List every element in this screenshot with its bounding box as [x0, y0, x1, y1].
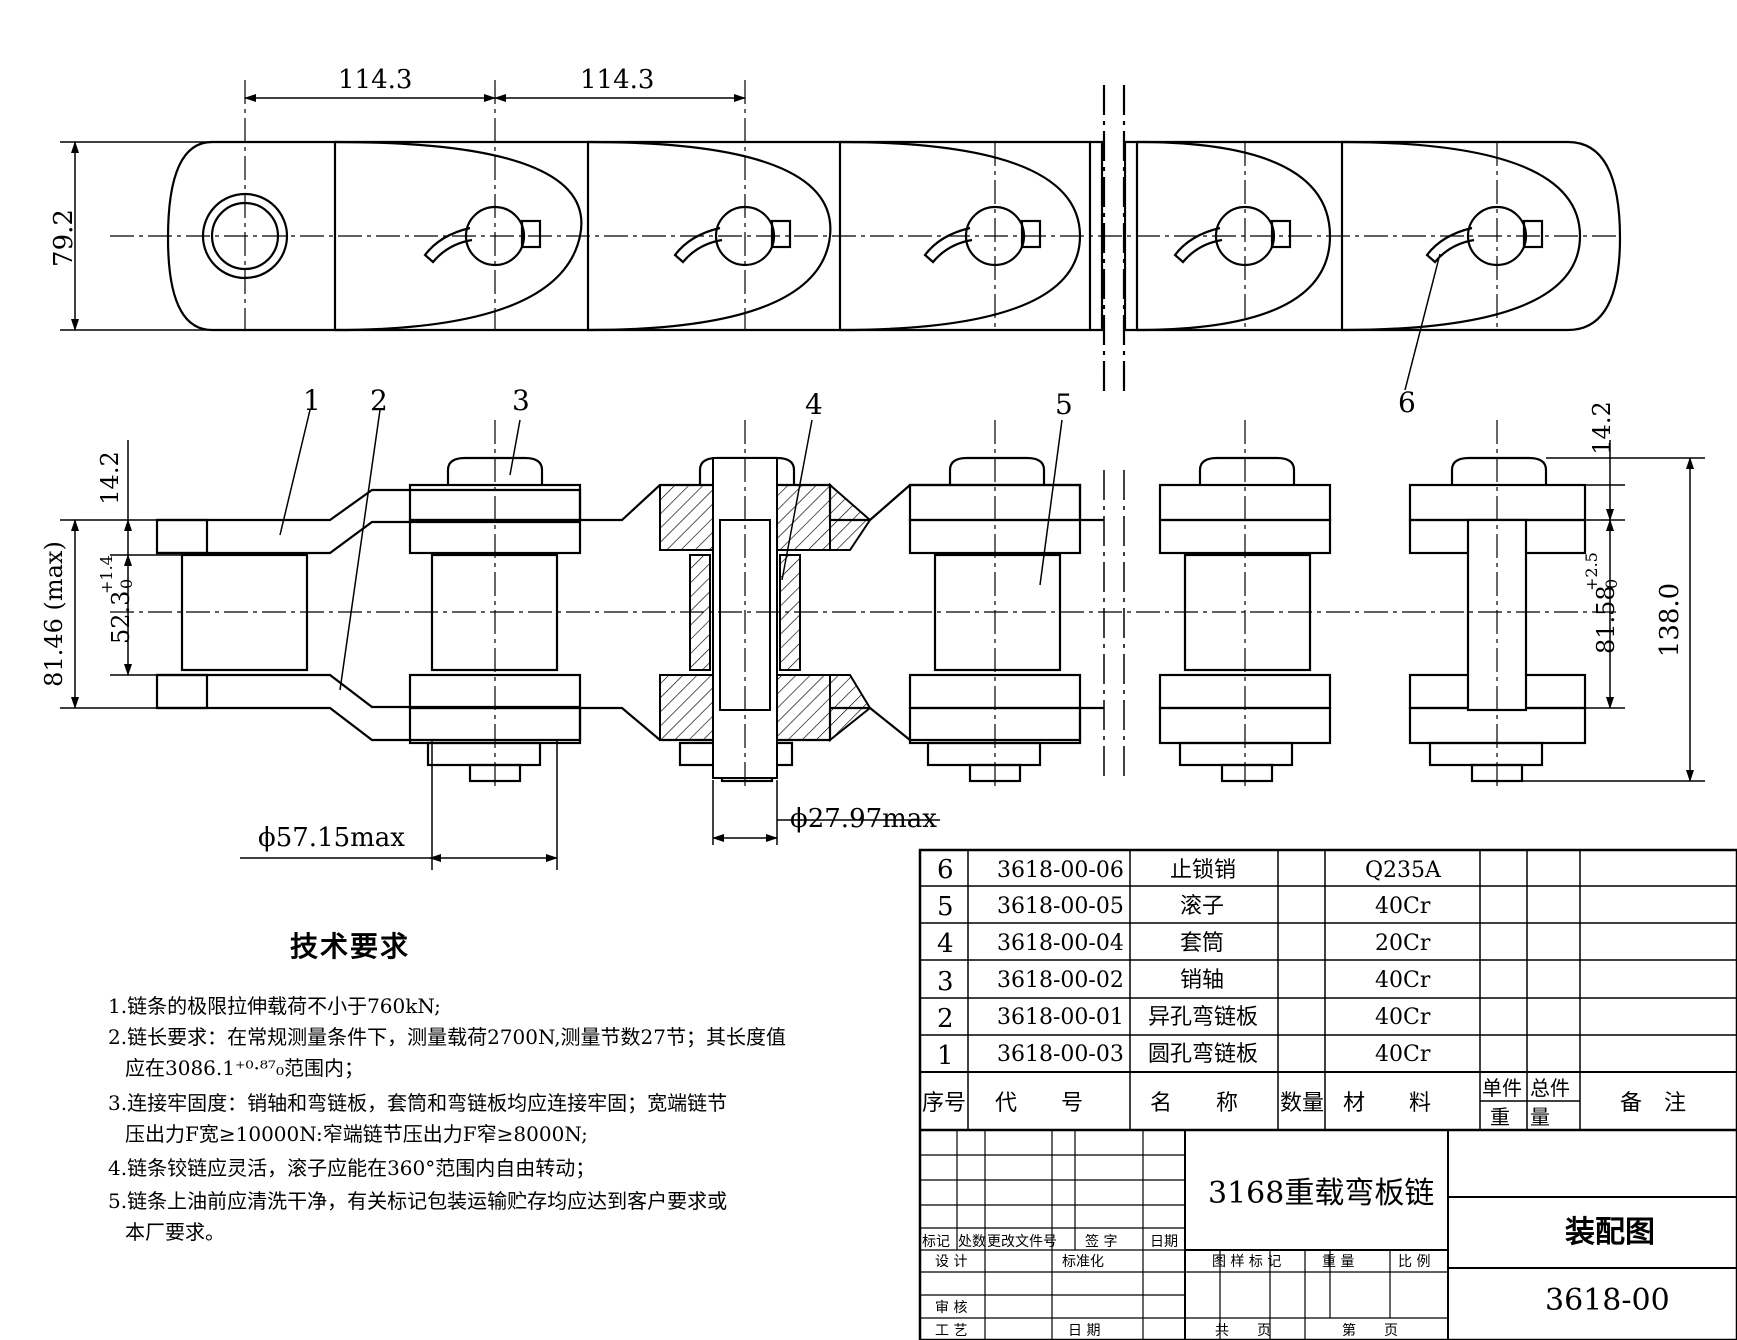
- front-dimensions: [60, 409, 1705, 870]
- bom-header-code: 代 号: [995, 1091, 1083, 1116]
- bom-header-weight: 重 量: [1490, 1105, 1550, 1129]
- dim-plate-height: 79.2: [49, 209, 79, 267]
- title-block-labels: 标记 处数 更改文件号 签 字 日期 设 计 标准化 审 核 工 艺 日 期 图…: [922, 1233, 1430, 1339]
- bom-row-code: 3618-00-05: [997, 894, 1124, 919]
- drawing-number: 3618-00: [1545, 1283, 1670, 1318]
- label-sheet: 第 页: [1342, 1322, 1398, 1339]
- dim-left-plate-thk: 14.2: [96, 451, 124, 504]
- tech-req-2b: 应在3086.1⁺⁰·⁸⁷₀范围内；: [125, 1056, 364, 1080]
- label-sign: 签 字: [1085, 1233, 1117, 1250]
- label-date: 日期: [1150, 1234, 1178, 1250]
- bom-header-remark: 备 注: [1620, 1091, 1686, 1116]
- tech-requirements-title: 技术要求: [290, 930, 411, 963]
- bom-header-total: 总件: [1530, 1076, 1570, 1100]
- title-block: [920, 1130, 1737, 1340]
- label-check: 审 核: [935, 1300, 967, 1316]
- tech-req-2: 2.链长要求：在常规测量条件下，测量载荷2700N,测量节数27节；其长度值: [108, 1025, 787, 1049]
- dim-outer-inner-upper: +2.5: [1582, 552, 1601, 591]
- dim-pin-dia: ϕ27.97max: [790, 804, 937, 834]
- bom-row-name: 止锁销: [1170, 858, 1236, 883]
- bom-header: 序号 代 号 名 称 数量 材 料 单件 总件 重 量 备 注: [922, 1076, 1686, 1129]
- bom-row-no: 2: [937, 1004, 954, 1034]
- tech-req-3: 3.连接牢固度：销轴和弯链板，套筒和弯链板均应连接牢固；宽端链节: [108, 1091, 728, 1115]
- label-process: 工 艺: [935, 1323, 967, 1339]
- dim-overall: 138.0: [1655, 583, 1685, 657]
- tech-req-4: 4.链条铰链应灵活，滚子应能在360°范围内自由转动；: [108, 1156, 596, 1180]
- tech-req-1: 1.链条的极限拉伸载荷不小于760kN;: [108, 994, 441, 1018]
- label-total-sheets: 共 页: [1215, 1323, 1271, 1339]
- dim-pitch-1: 114.3: [338, 65, 412, 95]
- dim-inner-width-lower: 0: [117, 579, 136, 589]
- bom-header-material: 材 料: [1343, 1091, 1431, 1116]
- balloon-1: 1: [303, 384, 321, 417]
- bom-header-qty: 数量: [1280, 1091, 1324, 1116]
- bom-row-no: 1: [937, 1041, 954, 1071]
- bom-row-no: 5: [937, 892, 954, 922]
- tech-req-5: 5.链条上油前应清洗干净，有关标记包装运输贮存均应达到客户要求或: [108, 1189, 728, 1213]
- bom-row-material: 40Cr: [1375, 894, 1431, 919]
- top-view: [110, 80, 1622, 395]
- dim-pitch-2: 114.3: [580, 65, 654, 95]
- dim-outer-inner-value: 81.58: [1592, 585, 1620, 654]
- bom-row-name: 异孔弯链板: [1148, 1005, 1258, 1030]
- balloon-2: 2: [370, 384, 388, 417]
- bom-row-code: 3618-00-02: [997, 968, 1124, 993]
- balloon-3: 3: [512, 384, 530, 417]
- bom-row-material: 40Cr: [1375, 1005, 1431, 1030]
- dim-outer-inner-lower: 0: [1602, 579, 1621, 589]
- dim-outer-inner: 81.58 +2.5 0: [1582, 552, 1621, 654]
- balloon-4: 4: [805, 388, 823, 421]
- bom-row-no: 4: [937, 929, 954, 959]
- dim-inner-width-value: 52.3: [107, 591, 135, 644]
- bom-row-material: Q235A: [1365, 858, 1442, 883]
- bom-row-name: 圆孔弯链板: [1148, 1042, 1258, 1067]
- bom-header-unit: 单件: [1482, 1076, 1522, 1100]
- bom-row-code: 3618-00-04: [997, 931, 1124, 956]
- top-dimensions: [60, 94, 746, 331]
- bom-row-material: 40Cr: [1375, 968, 1431, 993]
- dim-roller-dia: ϕ57.15max: [258, 823, 405, 853]
- bom-rows: 6 3618-00-06 止锁销 Q235A 5 3618-00-05 滚子 4…: [937, 855, 1442, 1071]
- label-count: 处数: [958, 1234, 986, 1250]
- bom-row-code: 3618-00-06: [997, 858, 1124, 883]
- label-weight: 重 量: [1322, 1254, 1354, 1270]
- bom-row-name: 销轴: [1180, 968, 1224, 993]
- tech-req-3b: 压出力F宽≥10000N:窄端链节压出力F窄≥8000N;: [125, 1122, 588, 1146]
- bom-row-no: 3: [937, 967, 954, 997]
- dim-right-plate-thk: 14.2: [1588, 401, 1616, 454]
- product-title: 3168重载弯板链: [1208, 1176, 1434, 1211]
- label-design: 设 计: [935, 1254, 967, 1270]
- label-scale: 比 例: [1398, 1254, 1430, 1270]
- tech-req-5b: 本厂要求。: [125, 1220, 225, 1244]
- bom-row-material: 20Cr: [1375, 931, 1431, 956]
- bom-row-code: 3618-00-01: [997, 1005, 1124, 1030]
- bom-row-name: 套筒: [1180, 931, 1224, 956]
- bom-row-material: 40Cr: [1375, 1042, 1431, 1067]
- dim-inner-width-upper: +1.4: [97, 555, 116, 594]
- bom-header-name: 名 称: [1150, 1091, 1238, 1116]
- bom-table: [918, 848, 1737, 1340]
- bom-header-no: 序号: [922, 1091, 966, 1116]
- front-view: [110, 420, 1620, 790]
- balloon-5: 5: [1055, 388, 1073, 421]
- dim-inner-width: 52.3 +1.4 0: [97, 555, 136, 644]
- bom-row-no: 6: [937, 855, 954, 885]
- balloon-6: 6: [1398, 386, 1416, 419]
- dim-max-width: 81.46 (max): [40, 541, 68, 687]
- label-sample-mark: 图 样 标 记: [1212, 1254, 1281, 1270]
- label-change-doc: 更改文件号: [987, 1234, 1057, 1250]
- label-standard: 标准化: [1062, 1254, 1104, 1270]
- bom-row-name: 滚子: [1180, 894, 1224, 919]
- label-date2: 日 期: [1068, 1323, 1100, 1339]
- bom-row-code: 3618-00-03: [997, 1042, 1124, 1067]
- label-mark: 标记: [922, 1234, 950, 1250]
- drawing-type: 装配图: [1565, 1215, 1655, 1250]
